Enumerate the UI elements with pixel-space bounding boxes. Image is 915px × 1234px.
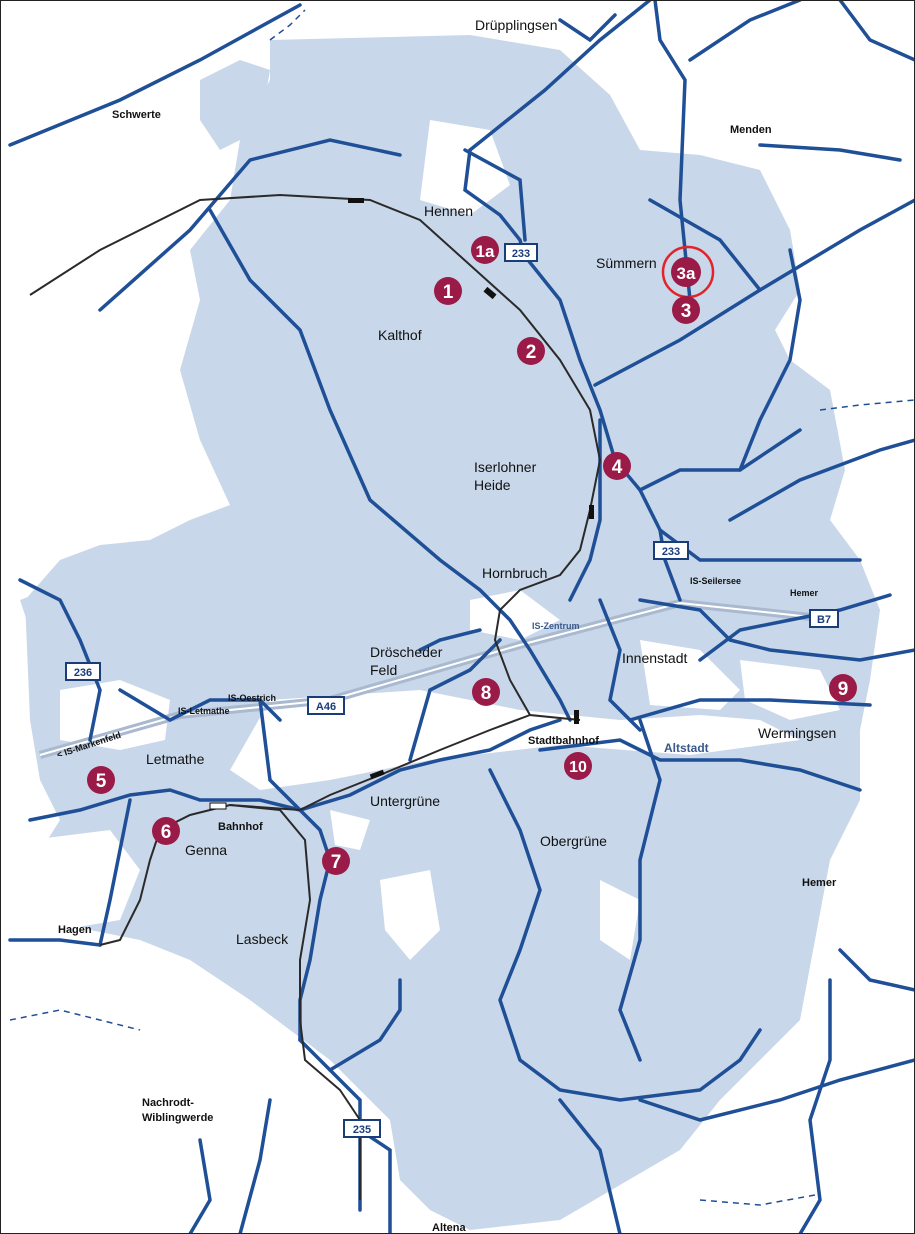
svg-text:3: 3 [681,301,692,322]
label-iserlohner: Iserlohner [474,459,537,475]
label-droscheder: Dröscheder [370,644,443,660]
shield-b7: B7 [809,609,839,628]
label-altena: Altena [432,1222,467,1234]
label-kalthof: Kalthof [378,327,422,343]
marker-3[interactable]: 3 [672,296,700,324]
shield-a46: A46 [307,696,345,715]
marker-7[interactable]: 7 [322,847,350,875]
label-lasbeck: Lasbeck [236,931,289,947]
svg-text:4: 4 [612,457,623,478]
svg-text:9: 9 [838,679,849,700]
label-nachrodt: Nachrodt- [142,1097,194,1109]
label-hornbruch: Hornbruch [482,565,547,581]
svg-text:A46: A46 [316,701,336,713]
railway [29,193,602,1200]
label-wermingsen: Wermingsen [758,725,836,741]
shield-235: 235 [343,1119,381,1138]
svg-text:235: 235 [353,1124,371,1136]
shield-233-north: 233 [504,243,538,262]
label-is-letmathe: IS-Letmathe [178,706,230,716]
marker-8[interactable]: 8 [472,678,500,706]
svg-text:10: 10 [569,759,587,776]
label-menden: Menden [730,124,772,136]
label-summern: Sümmern [596,255,657,271]
label-hagen: Hagen [58,924,92,936]
label-is-zentrum: IS-Zentrum [532,621,580,631]
svg-text:1a: 1a [476,242,495,261]
svg-text:5: 5 [96,771,107,792]
svg-text:236: 236 [74,667,92,679]
svg-text:233: 233 [512,248,530,260]
open-areas [30,120,840,960]
label-genna: Genna [185,842,227,858]
location-markers[interactable]: 1a 1 2 3a 3 4 5 6 [87,236,857,875]
label-schwerte: Schwerte [112,109,161,121]
shield-233-south: 233 [653,541,689,560]
station-labels: Stadtbahnhof Bahnhof Altstadt [218,735,709,833]
rail-stops [209,198,594,810]
svg-text:2: 2 [526,342,537,363]
label-is-oestrich: IS-Oestrich [228,693,276,703]
marker-1[interactable]: 1 [434,277,462,305]
marker-5[interactable]: 5 [87,766,115,794]
svg-text:B7: B7 [817,614,831,626]
label-drupplingsen: Drüpplingsen [475,17,558,33]
label-is-seilersee: IS-Seilersee [690,576,741,586]
label-stadtbahnhof: Stadtbahnhof [528,735,599,747]
svg-text:3a: 3a [677,264,696,283]
label-wiblingwerde: Wiblingwerde [142,1112,213,1124]
shield-236: 236 [65,662,101,681]
marker-9[interactable]: 9 [829,674,857,702]
label-bahnhof: Bahnhof [218,821,263,833]
land-area [20,35,880,1230]
label-hemer-junction: Hemer [790,588,819,598]
marker-1a[interactable]: 1a [471,236,499,264]
svg-text:1: 1 [443,282,454,303]
label-feld: Feld [370,662,397,678]
boundaries [9,9,915,1206]
svg-text:8: 8 [481,683,492,704]
svg-text:233: 233 [662,546,680,558]
marker-6[interactable]: 6 [152,817,180,845]
place-labels: Drüpplingsen Schwerte Menden Hennen Sümm… [58,17,837,1234]
label-innenstadt: Innenstadt [622,650,687,666]
label-obergrune: Obergrüne [540,833,607,849]
marker-10[interactable]: 10 [564,752,592,780]
svg-text:7: 7 [331,852,342,873]
marker-4[interactable]: 4 [603,452,631,480]
label-heide: Heide [474,477,511,493]
label-hennen: Hennen [424,203,473,219]
svg-text:6: 6 [161,822,172,843]
label-letmathe: Letmathe [146,751,205,767]
label-altstadt: Altstadt [664,741,709,755]
motorway-a46 [38,598,821,759]
label-hemer-east: Hemer [802,877,837,889]
label-untergrune: Untergrüne [370,793,440,809]
marker-2[interactable]: 2 [517,337,545,365]
